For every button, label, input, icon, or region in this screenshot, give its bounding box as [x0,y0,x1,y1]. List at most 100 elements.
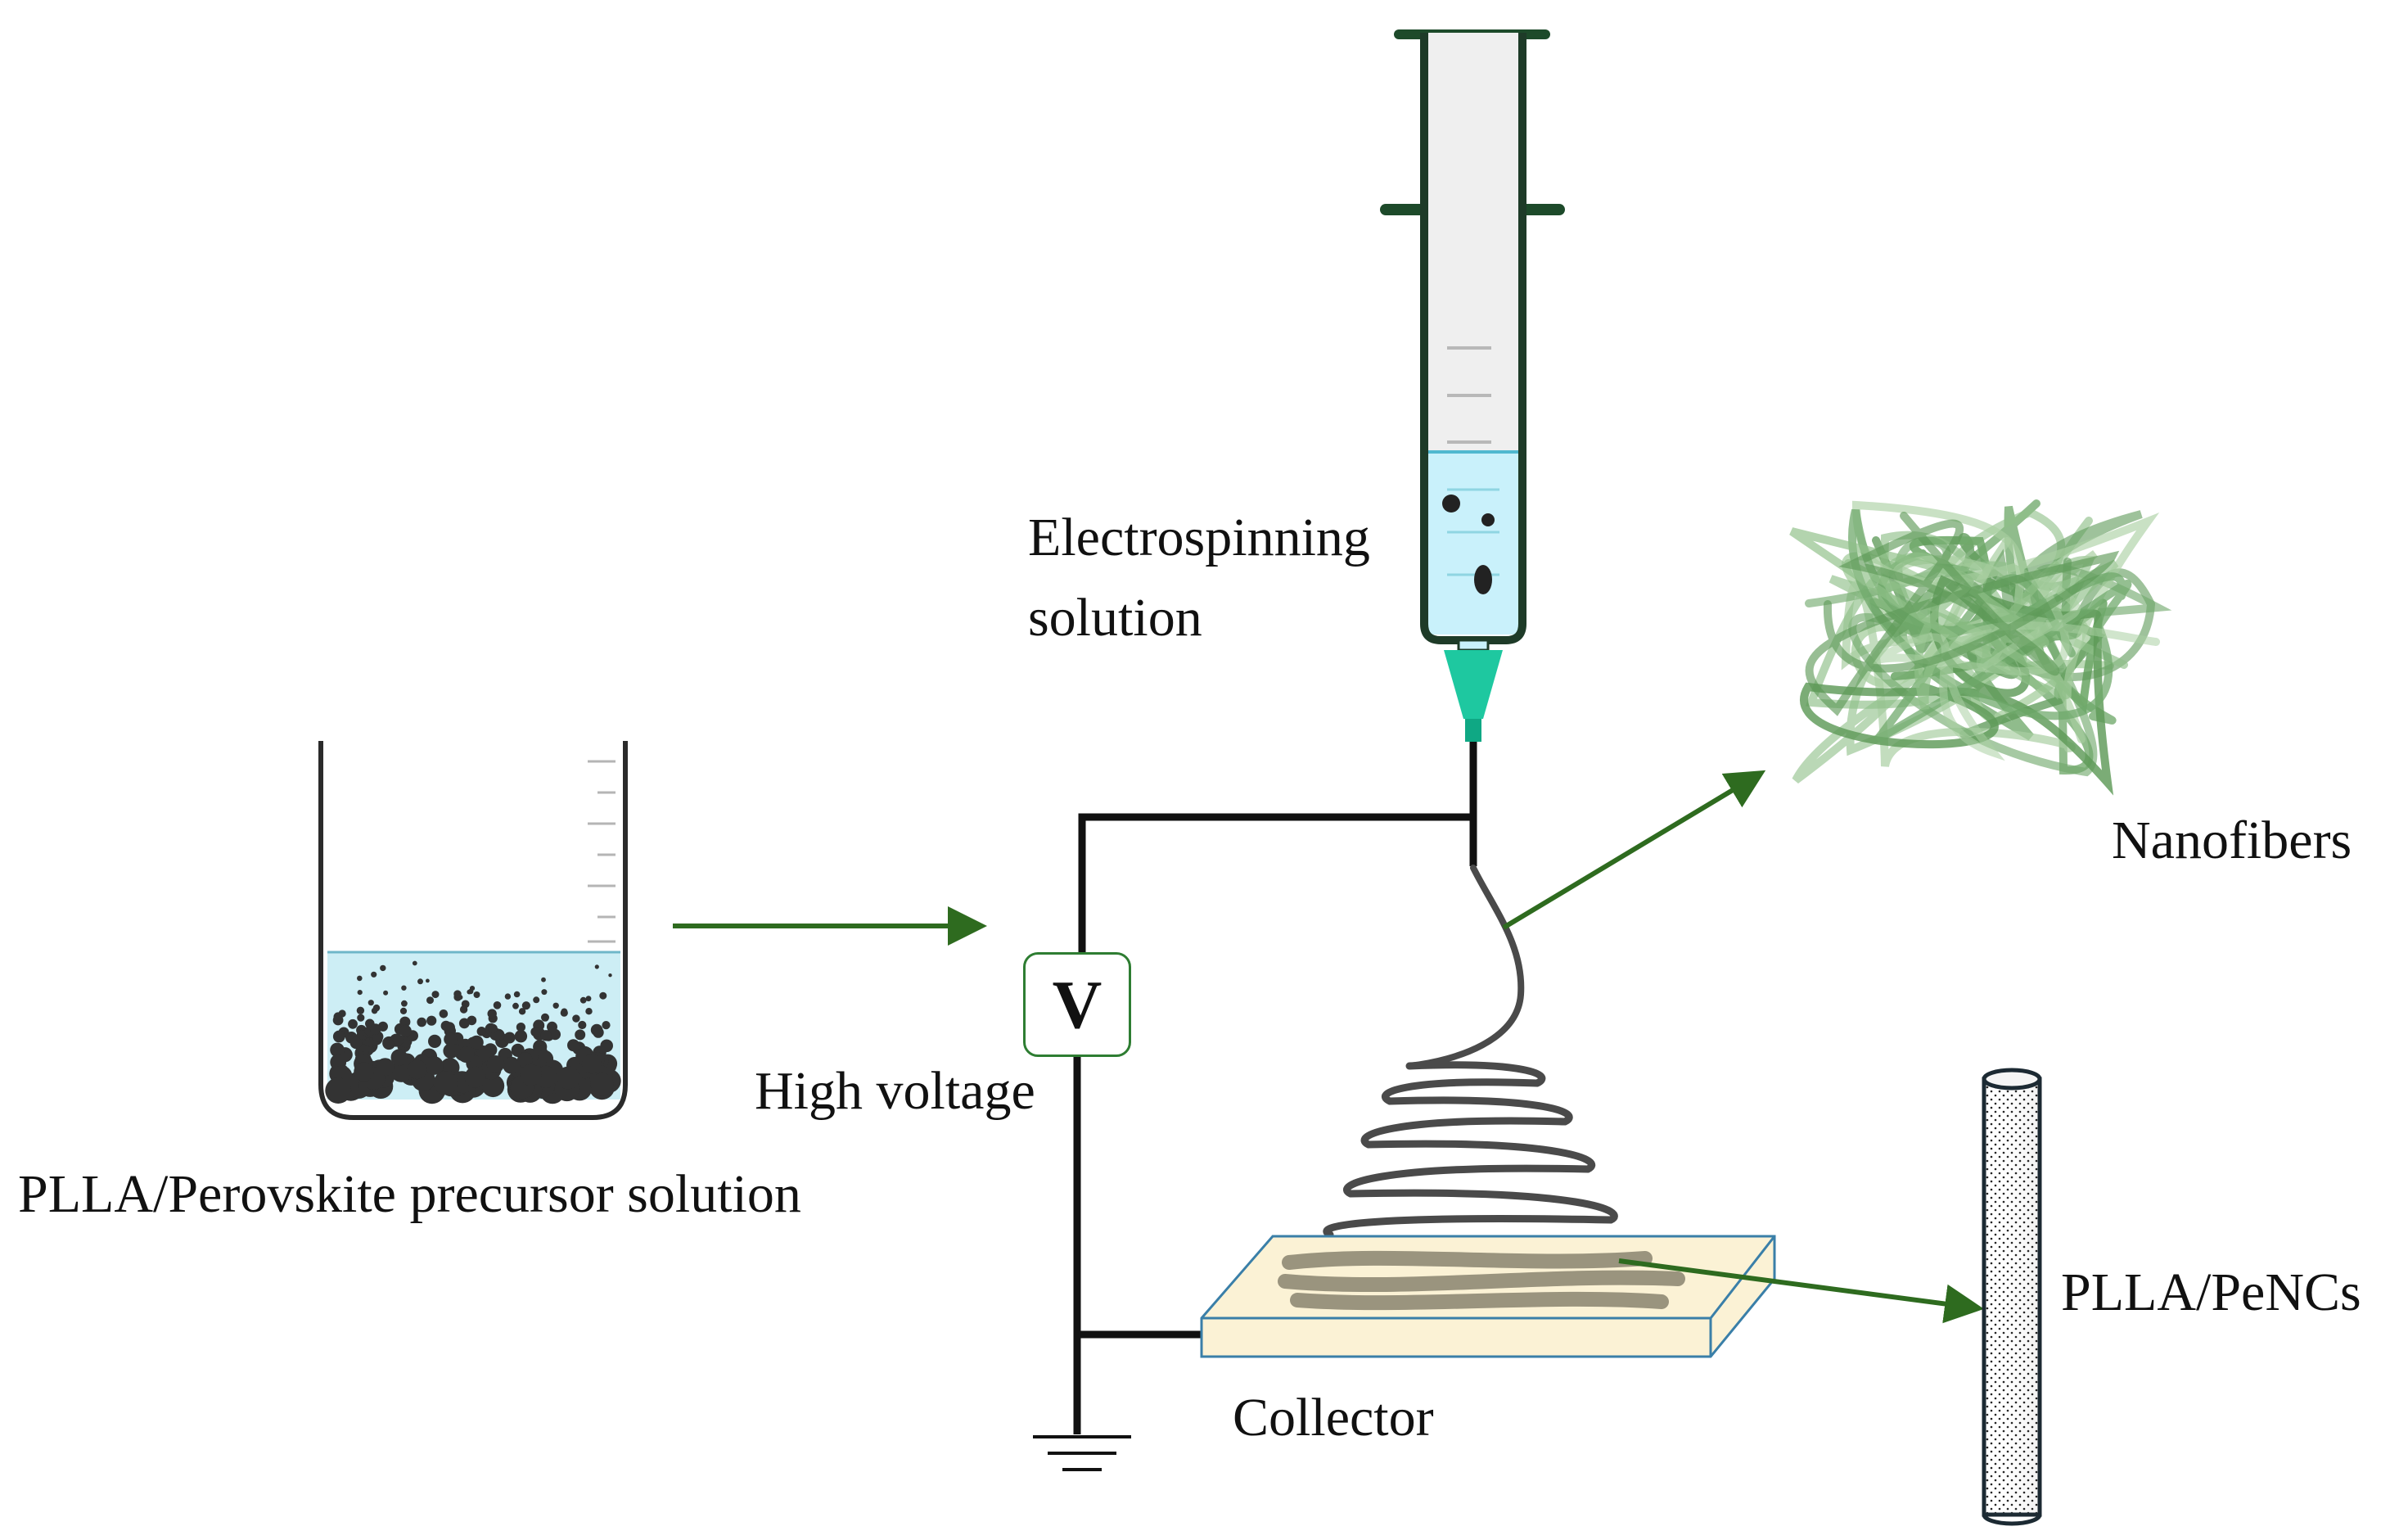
precursor-particle [444,1032,458,1046]
product-label: PLLA/PeNCs [2061,1262,2361,1322]
precursor-particle [399,1024,412,1037]
precursor-particle [540,1030,552,1041]
precursor-particle [431,991,440,999]
beaker-glass [318,741,628,1120]
precursor-particle [439,1009,449,1018]
precursor-particle [332,1014,344,1026]
precursor-particle [585,1008,593,1015]
precursor-particle [487,1009,497,1018]
precursor-particle [354,1062,374,1082]
beaker-icon [318,741,628,1120]
precursor-particle [476,1027,486,1036]
precursor-particle [380,964,386,972]
precursor-particle [541,977,546,982]
precursor-particle [412,960,417,966]
precursor-particle [356,1006,365,1015]
precursor-particle [357,990,363,996]
precursor-particle [469,1035,484,1050]
arrow-to-product [1618,1258,1984,1324]
precursor-particle [443,1043,459,1059]
precursor-particle [530,1027,540,1037]
precursor-particle [428,1034,442,1048]
precursor-particle [368,1000,374,1006]
precursor-particle [392,1060,413,1082]
deposited-fibers [1278,1250,1685,1311]
arrow-to-nanofibers [1502,770,1766,930]
precursor-particle [608,973,612,978]
precursor-particle [504,993,512,1000]
precursor-particle [464,1066,486,1088]
precursor-particle [572,1014,580,1023]
precursor-particle [547,1021,557,1032]
precursor-particle [325,1077,352,1104]
precursor-particle [552,1002,559,1009]
precursor-particle [348,1018,358,1029]
circuit-wires [1073,741,1477,1434]
precursor-particle [512,1002,519,1009]
needle-hub [1444,650,1503,719]
precursor-particle [557,1066,580,1090]
precursor-particle [503,1056,521,1074]
precursor-particle [453,990,462,998]
precursor-particle [426,978,430,983]
precursor-particle [417,978,423,985]
precursor-particle [590,1023,603,1036]
precursor-particle [521,1001,531,1010]
precursor-particle [567,1039,579,1052]
precursor-particle [585,996,592,1002]
syringe-solution [1428,452,1518,635]
ground-icon [1033,1435,1131,1471]
precursor-particle [578,1020,587,1030]
precursor-particle [513,991,521,998]
precursor-particle [486,1055,505,1073]
precursor-particle [459,1005,468,1014]
precursor-particle [516,1052,533,1068]
electrospinning-label-line2: solution [1028,588,1202,648]
precursor-particle [332,1030,345,1043]
precursor-particle [392,1034,404,1045]
precursor-particle [370,1023,381,1035]
voltage-source: V [1023,952,1131,1057]
precursor-particle [372,1004,381,1012]
precursor-particle [371,971,377,978]
collector-plate [1200,1235,1776,1358]
polymer-jet [1406,865,1525,1069]
precursor-particle [575,1029,586,1041]
precursor-particle [581,1054,602,1074]
precursor-particle [518,1008,526,1015]
precursor-particle [488,1023,498,1034]
high-voltage-label: High voltage [755,1061,1035,1121]
precursor-particle [349,1036,363,1050]
electrospinning-label-line1: Electrospinning [1028,508,1370,567]
precursor-particle [357,975,363,982]
precursor-particle [481,1074,505,1098]
precursor-particle [433,1071,458,1095]
precursor-particle [401,1000,408,1007]
product-rod-icon [1982,1068,2042,1526]
precursor-particle [458,1018,470,1029]
precursor-particle [458,1046,475,1063]
beaker-graduations [588,760,616,943]
precursor-particle [516,1023,526,1032]
nanofibers-label: Nanofibers [2112,811,2352,870]
precursor-particle [426,996,434,1005]
precursor-particle [467,989,472,995]
precursor-particle [399,1016,411,1027]
nanofiber-tangle [1789,499,2172,796]
precursor-particle [390,1049,408,1066]
precursor-particle [473,991,480,998]
nanofiber-strand [1866,567,2160,761]
whipping-spiral [1323,1061,1618,1239]
precursor-particle [425,1056,444,1075]
precursor-particle [440,1020,452,1032]
precursor-particle [541,989,548,996]
collector-label: Collector [1233,1388,1434,1447]
precursor-particle [520,1064,542,1086]
precursor-particle [560,1009,568,1017]
precursor-particle [533,996,540,1004]
beaker-particles [325,960,621,1104]
precursor-particle [579,996,587,1004]
precursor-particle [493,1001,502,1009]
